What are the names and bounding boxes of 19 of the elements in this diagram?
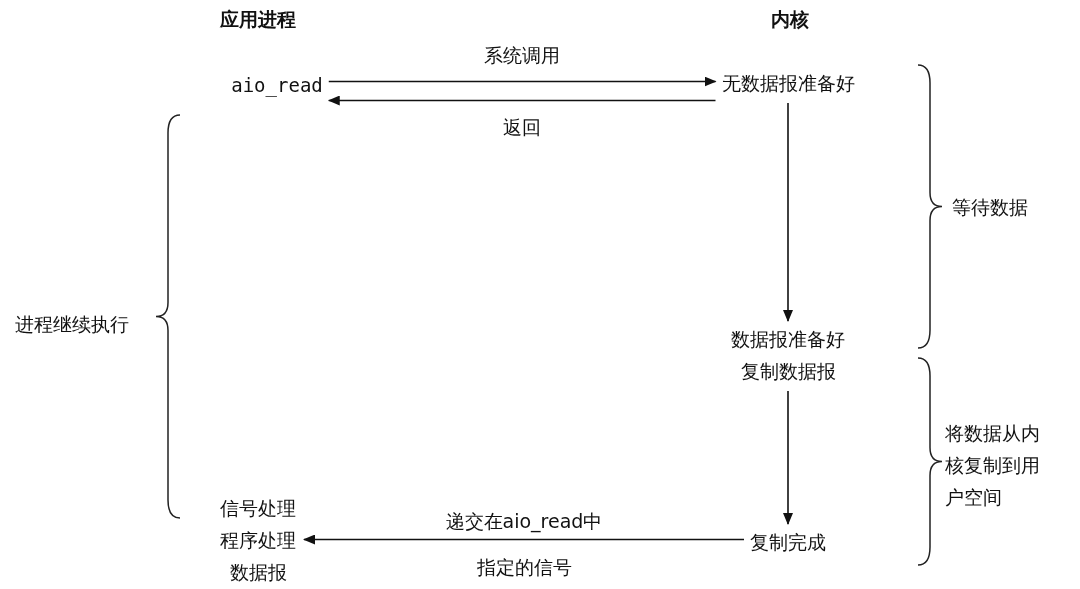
step-text: 无数据报准备好 xyxy=(721,71,855,97)
column-heading: 内核 xyxy=(771,7,809,32)
step-text: 数据报准备好 xyxy=(731,327,845,353)
edge-label: 返回 xyxy=(503,114,542,140)
edge-label: 递交在aio_read中指定的信号 xyxy=(444,508,604,580)
step-text: 信号处理程序处理数据报 xyxy=(218,492,298,588)
arrow xyxy=(327,95,717,106)
step-text: aio_read xyxy=(231,74,323,96)
arrow xyxy=(783,390,793,525)
bracket-label: 等待数据 xyxy=(952,195,1028,220)
edge-label: 系统调用 xyxy=(484,42,561,68)
bracket-label: 将数据从内核复制到用户空间 xyxy=(945,421,1041,510)
arrow xyxy=(783,102,793,322)
arrow xyxy=(327,76,717,87)
column-heading: 应用进程 xyxy=(220,7,296,32)
arrow xyxy=(303,534,745,545)
bracket-label: 进程继续执行 xyxy=(15,312,129,337)
step-text: 复制完成 xyxy=(750,530,826,556)
step-text: 复制数据报 xyxy=(740,359,836,385)
